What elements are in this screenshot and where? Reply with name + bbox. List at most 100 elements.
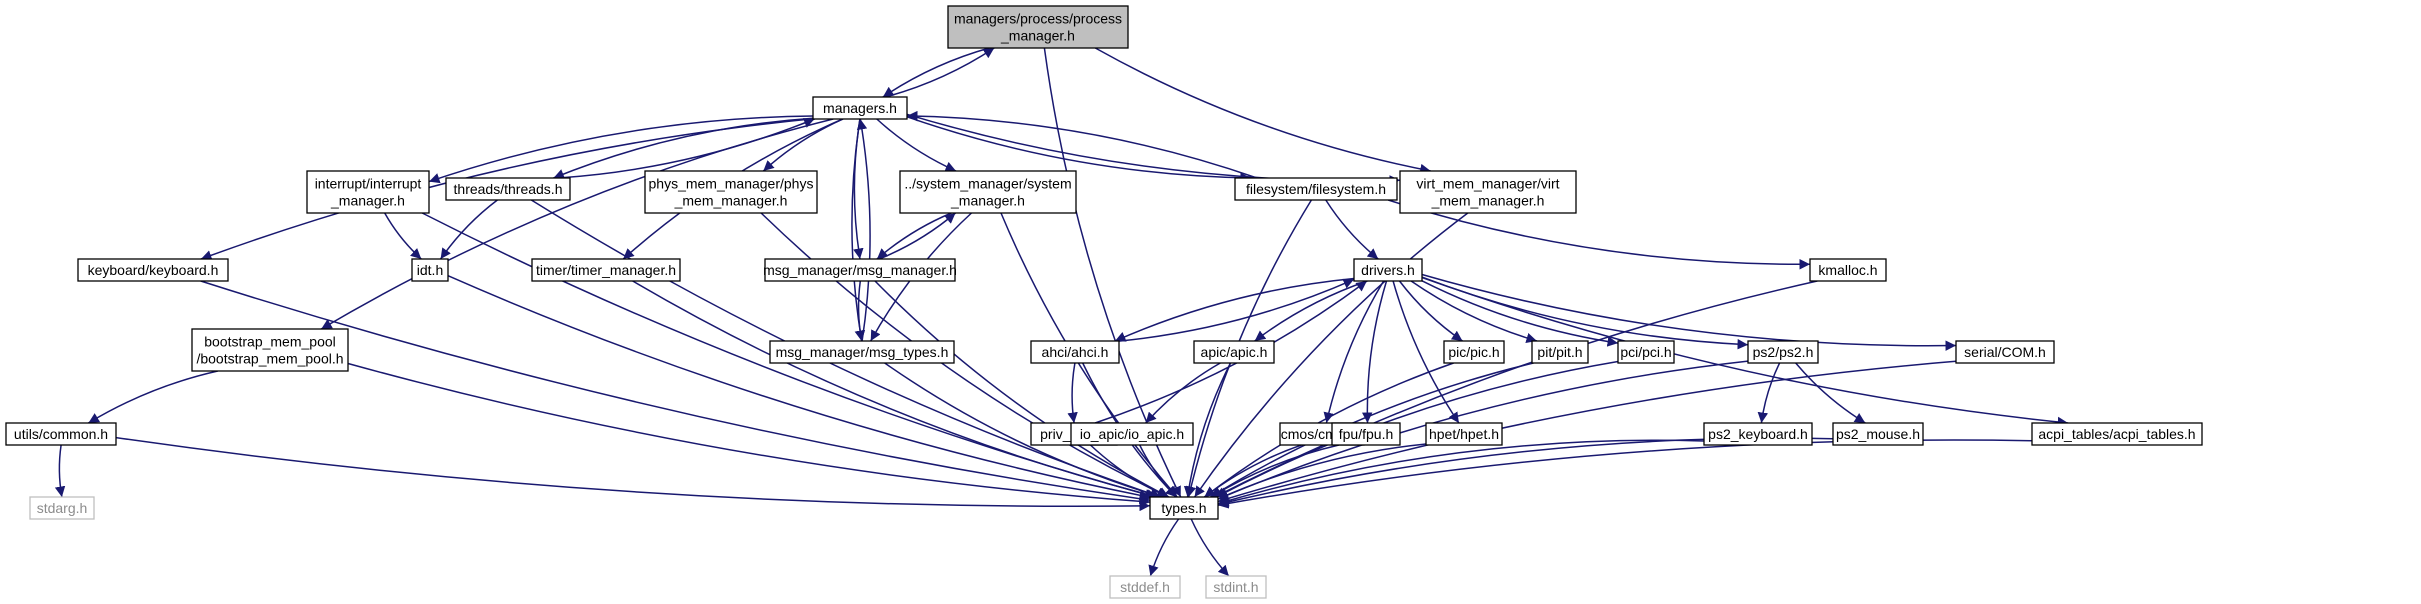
edge-serial_com-to-types bbox=[1217, 360, 1957, 504]
node-process-manager[interactable]: managers/process/process_manager.h bbox=[947, 5, 1129, 49]
node-stddef[interactable]: stddef.h bbox=[1109, 575, 1181, 599]
node-box bbox=[445, 177, 571, 201]
node-phys-mem-manager[interactable]: phys_mem_manager/phys_mem_manager.h bbox=[644, 170, 818, 214]
dependency-edges bbox=[54, 47, 2069, 577]
node-label: hpet/hpet.h bbox=[1429, 426, 1499, 442]
node-kmalloc[interactable]: kmalloc.h bbox=[1809, 258, 1887, 282]
edge-ps2-to-ps2_keyboard bbox=[1757, 362, 1781, 424]
node-msg-types[interactable]: msg_manager/msg_types.h bbox=[769, 340, 955, 364]
edge-process_manager-to-managers bbox=[882, 47, 990, 98]
node-box bbox=[77, 258, 229, 282]
node-utils-common[interactable]: utils/common.h bbox=[5, 422, 117, 446]
edge-ahci-to-drivers bbox=[1118, 278, 1355, 342]
node-ahci[interactable]: ahci/ahci.h bbox=[1030, 340, 1120, 364]
edge-managers-to-filesystem bbox=[906, 116, 1251, 184]
edge-drivers-to-fpu bbox=[1361, 280, 1388, 424]
node-idt[interactable]: idt.h bbox=[411, 258, 449, 282]
edge-msg_manager-to-msg_types bbox=[854, 280, 865, 342]
edge-filesystem-to-drivers bbox=[1325, 199, 1379, 260]
node-box bbox=[1443, 340, 1505, 364]
node-box bbox=[1193, 340, 1275, 364]
node-label: threads/threads.h bbox=[454, 181, 563, 197]
node-apic[interactable]: apic/apic.h bbox=[1193, 340, 1275, 364]
node-label: bootstrap_mem_pool bbox=[204, 334, 336, 350]
node-label: apic/apic.h bbox=[1201, 344, 1268, 360]
node-label: _manager.h bbox=[950, 193, 1025, 209]
node-system-manager[interactable]: ../system_manager/system_manager.h bbox=[899, 170, 1077, 214]
edge-filesystem-to-managers bbox=[906, 110, 1258, 179]
node-bootstrap-mem-pool[interactable]: bootstrap_mem_pool/bootstrap_mem_pool.h bbox=[191, 328, 349, 372]
edge-drivers-to-serial_com bbox=[1421, 273, 1957, 351]
node-label: keyboard/keyboard.h bbox=[88, 262, 219, 278]
node-pci[interactable]: pci/pci.h bbox=[1617, 340, 1675, 364]
node-box bbox=[29, 496, 95, 520]
edge-types-to-stddef bbox=[1148, 518, 1180, 577]
node-label: msg_manager/msg_manager.h bbox=[763, 262, 957, 278]
node-ps2-keyboard[interactable]: ps2_keyboard.h bbox=[1703, 422, 1813, 446]
node-threads[interactable]: threads/threads.h bbox=[445, 177, 571, 201]
edge-system_manager-to-msg_manager bbox=[876, 212, 952, 260]
node-label: interrupt/interrupt bbox=[315, 176, 422, 192]
edge-filesystem-to-kmalloc bbox=[1387, 199, 1811, 270]
edge-managers-to-system_manager bbox=[876, 118, 957, 172]
node-box bbox=[306, 170, 430, 214]
node-io-apic[interactable]: io_apic/io_apic.h bbox=[1070, 422, 1194, 446]
node-serial-com[interactable]: serial/COM.h bbox=[1955, 340, 2055, 364]
node-acpi-tables[interactable]: acpi_tables/acpi_tables.h bbox=[2031, 422, 2203, 446]
edge-managers-to-interrupt_manager bbox=[428, 115, 814, 184]
edge-msg_types-to-managers bbox=[856, 118, 871, 342]
node-hpet[interactable]: hpet/hpet.h bbox=[1425, 422, 1503, 446]
node-label: kmalloc.h bbox=[1818, 262, 1877, 278]
node-box bbox=[764, 258, 956, 282]
edge-fpu-to-types bbox=[1210, 444, 1340, 498]
node-pic[interactable]: pic/pic.h bbox=[1443, 340, 1505, 364]
node-label: pit/pit.h bbox=[1537, 344, 1582, 360]
edge-pic-to-types bbox=[1203, 362, 1454, 498]
node-label: msg_manager/msg_types.h bbox=[776, 344, 949, 360]
node-label: ../system_manager/system bbox=[904, 176, 1071, 192]
node-fpu[interactable]: fpu/fpu.h bbox=[1331, 422, 1401, 446]
node-box bbox=[411, 258, 449, 282]
node-label: /bootstrap_mem_pool.h bbox=[196, 351, 343, 367]
node-box bbox=[769, 340, 955, 364]
node-interrupt-manager[interactable]: interrupt/interrupt_manager.h bbox=[306, 170, 430, 214]
node-ps2[interactable]: ps2/ps2.h bbox=[1747, 340, 1819, 364]
node-types[interactable]: types.h bbox=[1149, 496, 1219, 520]
node-label: managers/process/process bbox=[954, 11, 1122, 27]
node-virt-mem-manager[interactable]: virt_mem_manager/virt_mem_manager.h bbox=[1399, 170, 1577, 214]
edge-pci-to-types bbox=[1216, 360, 1619, 498]
edge-io_apic-to-types bbox=[1139, 444, 1177, 498]
node-box bbox=[5, 422, 117, 446]
edge-ps2-to-types bbox=[1217, 360, 1749, 500]
node-stdint[interactable]: stdint.h bbox=[1205, 575, 1267, 599]
header-nodes: managers/process/process_manager.hmanage… bbox=[5, 5, 2203, 599]
edge-drivers-to-pci bbox=[1421, 280, 1619, 347]
edge-ps2_keyboard-to-types bbox=[1217, 439, 1705, 506]
edge-drivers-to-cmos bbox=[1323, 280, 1385, 424]
edge-apic-to-types bbox=[1183, 362, 1232, 498]
node-label: types.h bbox=[1161, 500, 1206, 516]
node-box bbox=[1234, 177, 1398, 201]
edge-threads-to-managers bbox=[558, 118, 815, 179]
node-box bbox=[812, 96, 908, 120]
node-drivers[interactable]: drivers.h bbox=[1353, 258, 1423, 282]
node-pit[interactable]: pit/pit.h bbox=[1531, 340, 1589, 364]
node-msg-manager[interactable]: msg_manager/msg_manager.h bbox=[763, 258, 957, 282]
edge-drivers-to-hpet bbox=[1392, 280, 1460, 424]
node-ps2-mouse[interactable]: ps2_mouse.h bbox=[1832, 422, 1924, 446]
edge-keyboard-to-types bbox=[200, 280, 1151, 504]
node-managers[interactable]: managers.h bbox=[812, 96, 908, 120]
node-filesystem[interactable]: filesystem/filesystem.h bbox=[1234, 177, 1398, 201]
node-label: _mem_manager.h bbox=[674, 193, 788, 209]
edge-idt-to-types bbox=[447, 275, 1151, 501]
node-box bbox=[1703, 422, 1813, 446]
node-box bbox=[1109, 575, 1181, 599]
node-box bbox=[1149, 496, 1219, 520]
node-stdarg[interactable]: stdarg.h bbox=[29, 496, 95, 520]
edge-interrupt_manager-to-idt bbox=[384, 212, 422, 260]
edge-timer_manager-to-types bbox=[632, 280, 1158, 500]
edge-managers-to-process_manager bbox=[885, 47, 995, 98]
node-keyboard[interactable]: keyboard/keyboard.h bbox=[77, 258, 229, 282]
edge-utils_common-to-stdarg bbox=[54, 444, 66, 498]
node-timer-manager[interactable]: timer/timer_manager.h bbox=[531, 258, 681, 282]
